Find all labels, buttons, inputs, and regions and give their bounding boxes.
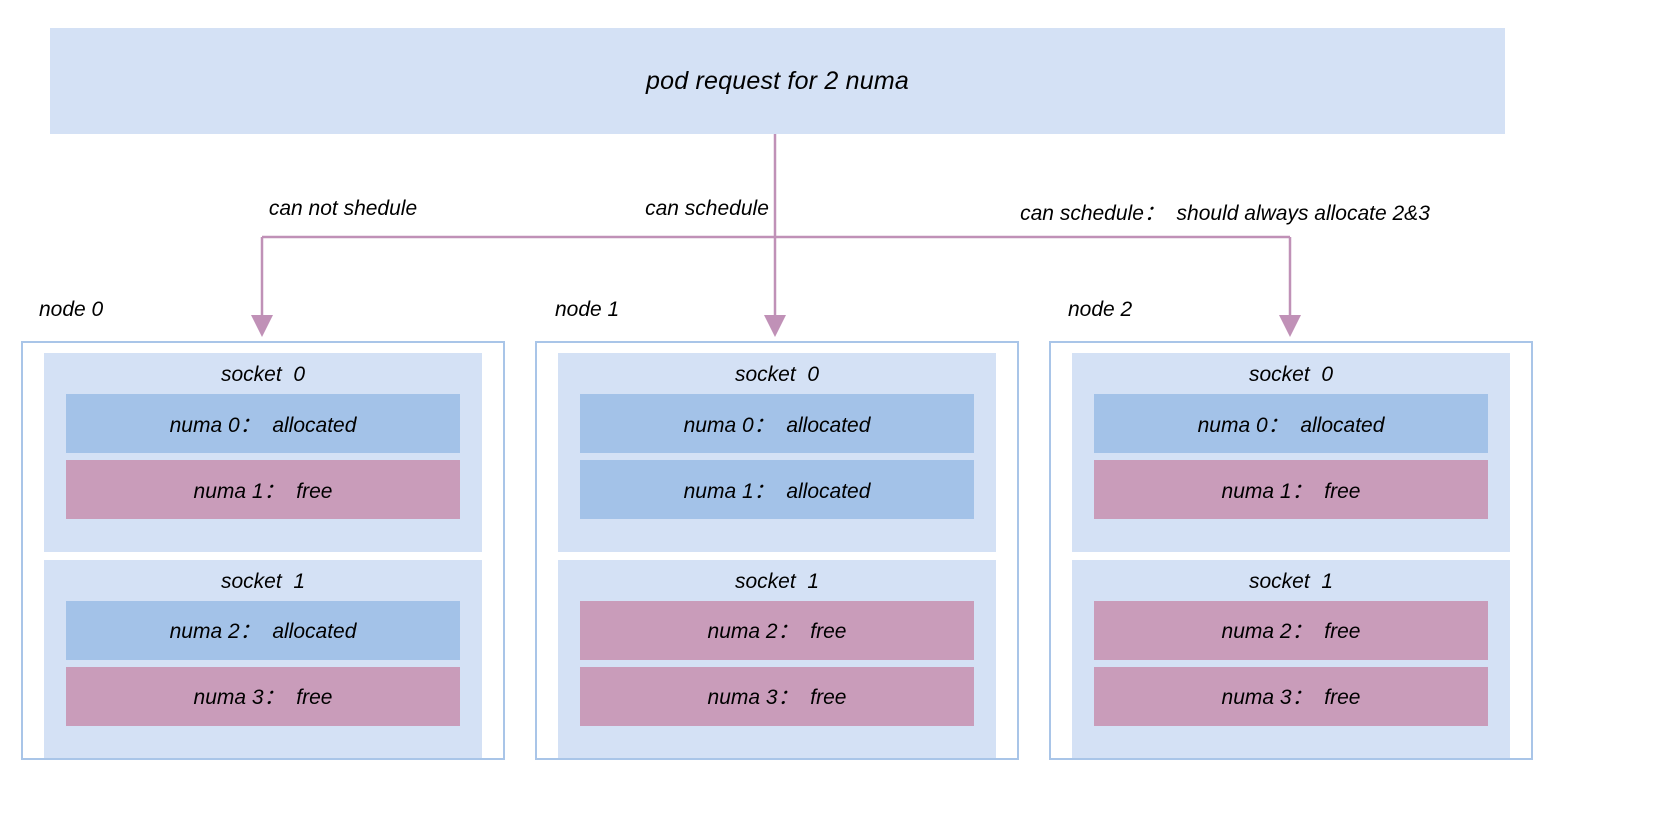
numa-bar: numa 1： free xyxy=(1094,460,1488,520)
numa-bar: numa 0： allocated xyxy=(580,394,974,454)
numa-list: numa 0： allocated numa 1： allocated xyxy=(580,394,974,537)
numa-bar: numa 3： free xyxy=(580,666,974,726)
numa-list: numa 0： allocated numa 1： free xyxy=(1094,394,1488,537)
node-label-0: node 0 xyxy=(39,298,104,321)
socket-title: socket 1 xyxy=(734,569,820,593)
socket-title: socket 1 xyxy=(220,569,306,593)
edge-label-node-1: can schedule xyxy=(645,197,769,220)
numa-list: numa 0： allocated numa 1： free xyxy=(66,394,460,537)
node-label-2: node 2 xyxy=(1068,298,1133,321)
arrowhead-node-0 xyxy=(251,315,273,337)
numa-list: numa 2： free numa 3： free xyxy=(580,600,974,744)
pod-request-banner: pod request for 2 numa xyxy=(50,28,1505,134)
node-box-2: socket 0 numa 0： allocated numa 1： free … xyxy=(1049,341,1533,760)
numa-bar: numa 1： allocated xyxy=(580,460,974,520)
numa-bar: numa 2： free xyxy=(580,600,974,660)
arrowhead-node-1 xyxy=(764,315,786,337)
numa-bar: numa 0： allocated xyxy=(66,394,460,454)
socket-panel: socket 0 numa 0： allocated numa 1： free xyxy=(1072,353,1510,552)
socket-panel: socket 1 numa 2： free numa 3： free xyxy=(558,559,996,758)
socket-panel: socket 0 numa 0： allocated numa 1： free xyxy=(44,353,482,552)
socket-panel: socket 1 numa 2： free numa 3： free xyxy=(1072,559,1510,758)
node-label-1: node 1 xyxy=(555,298,620,321)
numa-bar: numa 2： free xyxy=(1094,600,1488,660)
socket-title: socket 0 xyxy=(1248,363,1334,386)
numa-bar: numa 0： allocated xyxy=(1094,394,1488,454)
numa-bar: numa 1： free xyxy=(66,460,460,520)
node-box-1: socket 0 numa 0： allocated numa 1： alloc… xyxy=(535,341,1019,760)
socket-title: socket 0 xyxy=(734,363,820,386)
numa-list: numa 2： allocated numa 3： free xyxy=(66,600,460,744)
edge-label-node-0: can not shedule xyxy=(268,197,418,220)
pod-request-title: pod request for 2 numa xyxy=(646,66,909,95)
numa-bar: numa 2： allocated xyxy=(66,600,460,660)
socket-title: socket 1 xyxy=(1248,569,1334,593)
socket-panel: socket 1 numa 2： allocated numa 3： free xyxy=(44,559,482,758)
numa-bar: numa 3： free xyxy=(66,666,460,726)
socket-title: socket 0 xyxy=(220,363,306,386)
node-box-0: socket 0 numa 0： allocated numa 1： free … xyxy=(21,341,505,760)
numa-bar: numa 3： free xyxy=(1094,666,1488,726)
numa-list: numa 2： free numa 3： free xyxy=(1094,600,1488,744)
edge-label-node-2: can schedule： should always allocate 2&3 xyxy=(1020,202,1430,225)
socket-panel: socket 0 numa 0： allocated numa 1： alloc… xyxy=(558,353,996,552)
arrowhead-node-2 xyxy=(1279,315,1301,337)
